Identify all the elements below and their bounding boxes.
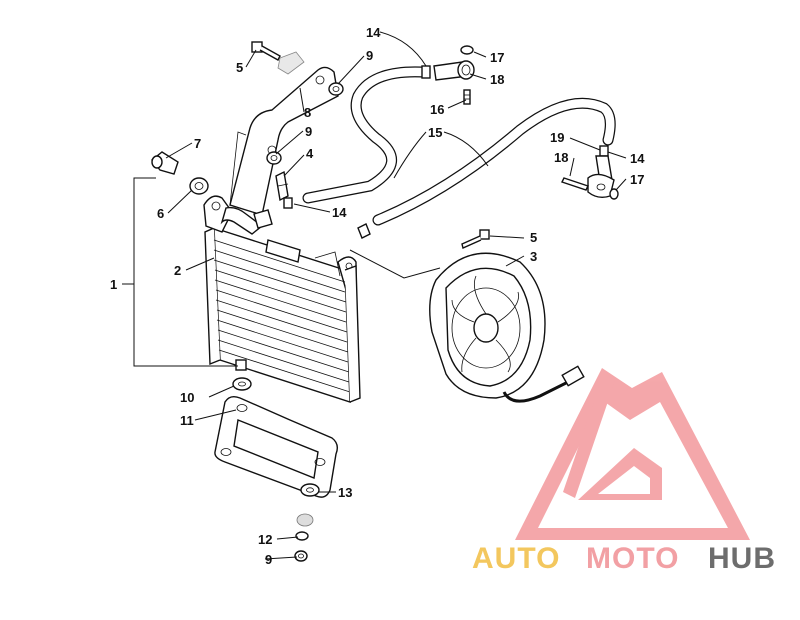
callout-14-middle: 14 (332, 205, 347, 220)
callout-5-upper: 5 (236, 60, 243, 75)
callout-19: 19 (550, 130, 564, 145)
part-9-nut-middle (266, 151, 282, 165)
part-16-bolt (463, 89, 471, 105)
callout-10: 10 (180, 390, 194, 405)
callout-18-upper: 18 (490, 72, 504, 87)
watermark-logo (515, 368, 750, 540)
part-19-fitting-right (587, 155, 615, 199)
part-18-bolt-right (561, 177, 589, 191)
part-17-o-ring-upper (460, 45, 474, 55)
part-14-clamp-upper (421, 65, 431, 79)
callout-14-upper: 14 (366, 25, 381, 40)
part-fitting-plug (357, 223, 371, 239)
callout-18-right: 18 (554, 150, 568, 165)
callout-8: 8 (304, 105, 311, 120)
callout-15: 15 (428, 125, 442, 140)
callout-4: 4 (306, 146, 314, 161)
callout-17-right: 17 (630, 172, 644, 187)
part-4-clamp (275, 170, 289, 202)
part-5-bolt-upper (251, 41, 305, 75)
part-rubber-mount (296, 513, 314, 527)
part-15-hose-left (302, 66, 428, 204)
callout-3: 3 (530, 249, 537, 264)
part-3-fan-assembly (429, 252, 585, 403)
part-14-clamp-middle (283, 197, 293, 209)
callout-6: 6 (157, 206, 164, 221)
watermark-text-auto: AUTO (472, 542, 560, 575)
part-15-hose-right (372, 97, 616, 226)
callout-2: 2 (174, 263, 181, 278)
part-11-mount-plate (214, 395, 339, 498)
part-14-clamp-right (599, 145, 609, 157)
watermark-text-hub: HUB (708, 542, 776, 575)
leader-lines (122, 31, 627, 560)
callout-1: 1 (110, 277, 117, 292)
callout-9-upper: 9 (366, 48, 373, 63)
callout-5-right: 5 (530, 230, 537, 245)
part-2-oil-cooler (203, 195, 361, 403)
callout-7: 7 (194, 136, 201, 151)
callout-9-lower: 9 (265, 552, 272, 567)
callout-17-upper: 17 (490, 50, 504, 65)
part-9-nut-lower (294, 550, 308, 562)
part-7-fitting (151, 151, 179, 175)
part-9-nut-upper (328, 82, 344, 96)
part-18-fitting-upper (433, 60, 475, 81)
watermark-text-moto: MOTO (586, 542, 679, 575)
callout-12: 12 (258, 532, 272, 547)
callout-9-middle: 9 (305, 124, 312, 139)
callout-13: 13 (338, 485, 352, 500)
part-10-washer (232, 377, 252, 391)
part-6-grommet (189, 177, 209, 195)
part-12-washer (295, 531, 309, 541)
part-8-bracket (229, 66, 339, 216)
part-13-washer (300, 483, 320, 497)
part-17-o-ring-right (609, 188, 619, 200)
part-5-bolt-right (461, 229, 490, 249)
callout-14-right: 14 (630, 151, 645, 166)
callout-11: 11 (180, 413, 194, 428)
callout-16: 16 (430, 102, 444, 117)
